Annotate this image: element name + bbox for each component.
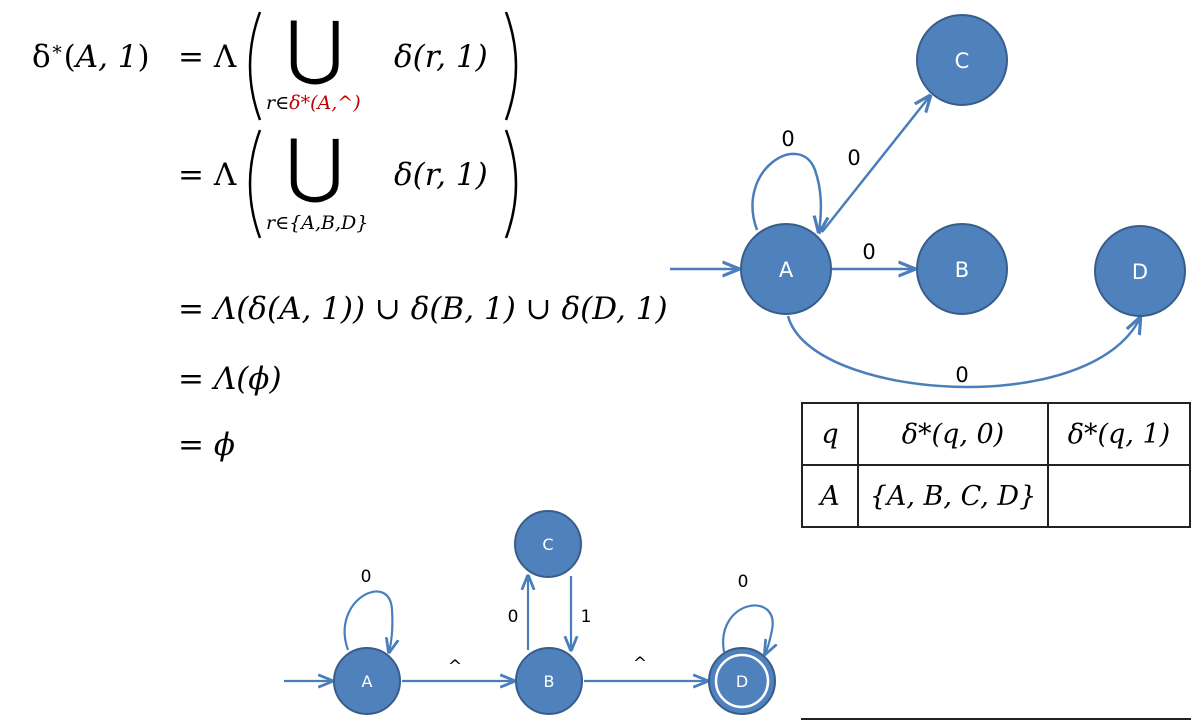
- big-paren-right-1: [504, 11, 518, 121]
- table-header-row: q δ*(q, 0) δ*(q, 1): [801, 402, 1191, 466]
- top-a-to-c-edge: [821, 96, 930, 233]
- table-header-delta0: δ*(q, 0): [857, 402, 1049, 466]
- svg-text:B: B: [544, 672, 555, 691]
- svg-text:B: B: [955, 258, 969, 282]
- top-node-d: D: [1094, 225, 1186, 317]
- bottom-a-self-label: 0: [361, 567, 372, 587]
- equation-line4: = Λ(ϕ): [178, 361, 282, 397]
- top-a-to-d-edge: [786, 316, 1140, 389]
- table-cell-delta1: [1047, 464, 1191, 528]
- svg-text:A: A: [362, 672, 373, 691]
- bottom-node-d-accepting: D: [708, 647, 776, 715]
- svg-text:C: C: [955, 49, 970, 73]
- top-a-self-loop: [751, 152, 820, 232]
- table-cell-delta0: {A, B, C, D}: [857, 464, 1049, 528]
- union-subscript-2: r∈{A,B,D}: [266, 212, 369, 234]
- big-paren-left-2: [248, 129, 262, 239]
- union-subscript-1: r∈δ*(A,^): [266, 92, 361, 114]
- bottom-a-to-b-label: ^: [448, 657, 462, 677]
- big-paren-right-2: [504, 129, 518, 239]
- equation-line1-term: δ(r, 1): [394, 39, 488, 75]
- union-symbol-2: ⋃: [286, 124, 344, 206]
- top-a-to-b-label: 0: [862, 240, 875, 264]
- svg-text:A: A: [779, 258, 794, 282]
- bottom-d-self-label: 0: [738, 572, 749, 592]
- equation-lhs: δ∗(A, 1): [32, 38, 150, 75]
- svg-text:C: C: [542, 535, 553, 554]
- svg-text:D: D: [1132, 260, 1148, 284]
- svg-text:D: D: [736, 672, 748, 691]
- top-node-b: B: [916, 223, 1008, 315]
- bottom-rule-line: [801, 718, 1191, 720]
- top-node-a: A: [740, 223, 832, 315]
- top-a-to-c-label: 0: [847, 146, 860, 170]
- equation-line2-term: δ(r, 1): [394, 157, 488, 193]
- bottom-node-a: A: [333, 647, 401, 715]
- table-row: A {A, B, C, D}: [801, 464, 1191, 528]
- bottom-node-c: C: [514, 510, 582, 578]
- table-header-delta1: δ*(q, 1): [1047, 402, 1191, 466]
- top-a-to-d-label: 0: [955, 363, 968, 387]
- bottom-b-to-c-label: 0: [508, 607, 519, 627]
- table-header-q: q: [801, 402, 859, 466]
- top-node-c: C: [916, 14, 1008, 106]
- big-paren-left-1: [248, 11, 262, 121]
- bottom-d-self-loop: [722, 604, 773, 654]
- equation-line5: = ϕ: [178, 427, 235, 463]
- transition-table: q δ*(q, 0) δ*(q, 1) A {A, B, C, D}: [801, 402, 1191, 528]
- bottom-a-self-loop: [343, 590, 393, 652]
- table-cell-state: A: [801, 464, 859, 528]
- bottom-node-b: B: [515, 647, 583, 715]
- equation-line2-prefix: = Λ: [178, 157, 237, 193]
- equation-line1-prefix: = Λ: [178, 39, 237, 75]
- equation-line3: = Λ(δ(A, 1)) ∪ δ(B, 1) ∪ δ(D, 1): [178, 291, 668, 327]
- bottom-c-to-b-label: 1: [581, 607, 592, 627]
- bottom-b-to-d-label: ^: [633, 654, 647, 674]
- top-a-self-label: 0: [781, 127, 794, 151]
- union-symbol-1: ⋃: [286, 6, 344, 88]
